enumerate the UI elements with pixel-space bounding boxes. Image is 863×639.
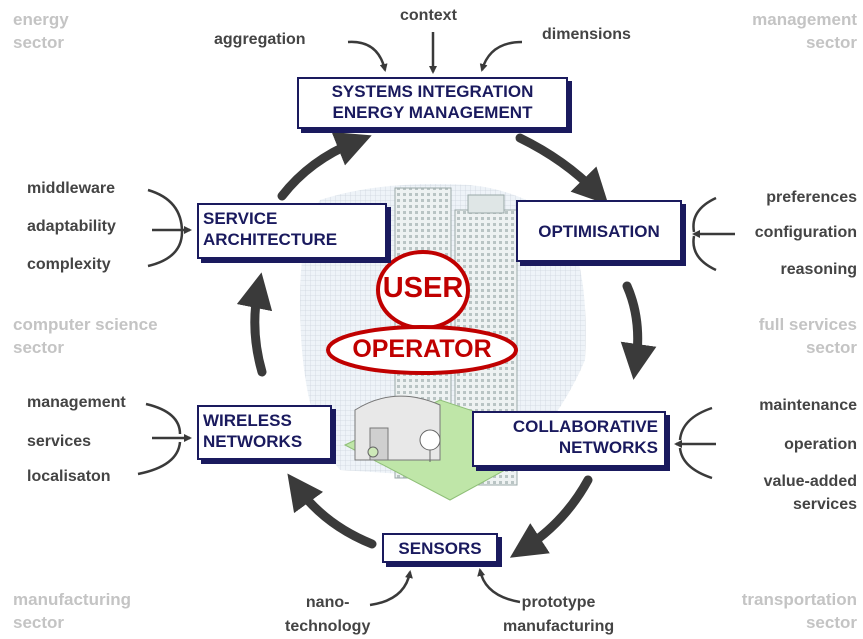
label-operation: operation — [784, 436, 857, 453]
label-middleware: middleware — [27, 180, 116, 197]
connector-middleware — [147, 188, 184, 233]
label-context: context — [400, 7, 457, 24]
label-reasoning: reasoning — [780, 261, 857, 278]
connector-management — [145, 402, 182, 435]
label-value-added: value-added services — [763, 473, 857, 513]
connector-dimensions — [479, 40, 523, 72]
label-dimensions: dimensions — [542, 26, 631, 43]
label-localisaton: localisaton — [27, 468, 111, 485]
connector-nano — [369, 570, 413, 607]
connector-prototype — [477, 568, 521, 604]
label-services: services — [27, 433, 92, 450]
connector-aggregation — [347, 40, 388, 72]
label-nano-technology: nano- technology — [285, 594, 371, 635]
arrow-service-to-systems — [277, 131, 372, 201]
label-management: management — [27, 394, 126, 411]
connector-value-added — [678, 447, 713, 480]
label-complexity: complexity — [27, 256, 111, 273]
label-prototype-manufacturing: prototype manufacturing — [503, 594, 615, 635]
connector-reasoning — [692, 235, 717, 272]
operator-oval — [326, 325, 518, 375]
label-configuration: configuration — [754, 224, 857, 241]
operator-label: OPERATOR — [352, 335, 492, 363]
label-maintenance: maintenance — [759, 397, 857, 414]
arrow-optimisation-to-collaborative — [620, 281, 657, 380]
label-aggregation: aggregation — [214, 31, 306, 48]
box-optimisation: OPTIMISATION — [516, 200, 682, 262]
box-sensors: SENSORS — [382, 533, 498, 563]
arrow-collaborative-to-sensors — [509, 475, 593, 558]
connector-preferences — [692, 196, 717, 233]
connector-complexity — [147, 231, 184, 268]
label-adaptability: adaptability — [27, 218, 116, 235]
connector-maintenance — [678, 406, 713, 441]
arrow-sensors-to-wireless — [287, 473, 377, 549]
connector-localisaton — [137, 441, 182, 476]
label-preferences: preferences — [766, 189, 857, 206]
arrow-wireless-to-service — [236, 272, 273, 377]
user-label: USER — [382, 272, 464, 304]
arrow-systems-to-optimisation — [515, 133, 609, 205]
